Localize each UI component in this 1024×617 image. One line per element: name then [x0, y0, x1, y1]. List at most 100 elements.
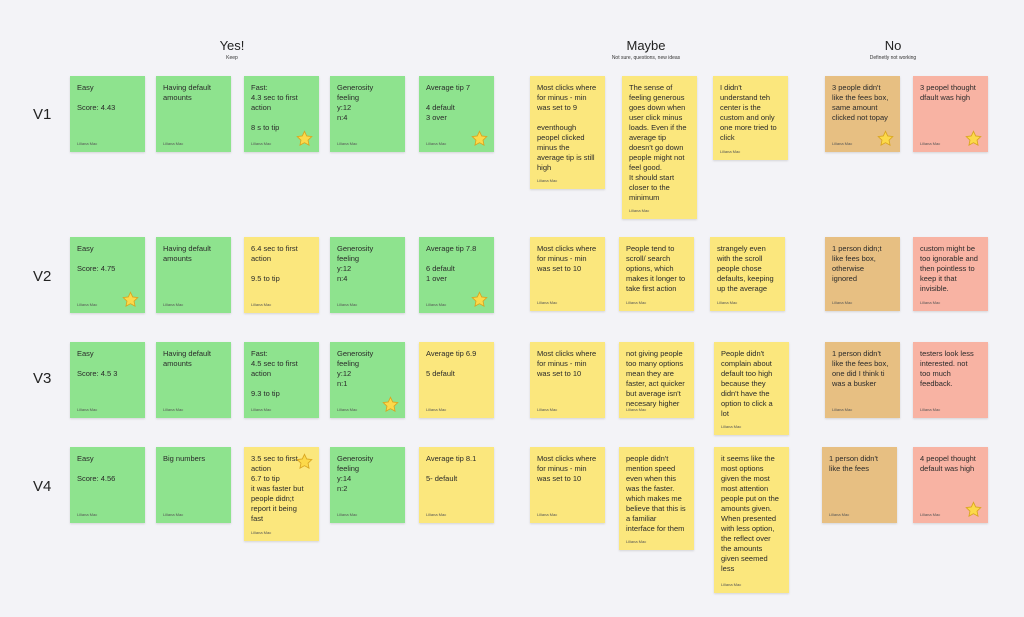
- sticky-note[interactable]: Generosity feeling y:12 n:4 Liliana Mac: [330, 237, 405, 313]
- row-label-v4: V4: [33, 478, 52, 495]
- sticky-note[interactable]: Average tip 6.9 5 default Liliana Mac: [419, 342, 494, 418]
- note-author: Liliana Mac: [251, 407, 272, 412]
- note-text: people didn't mention speed even when th…: [626, 454, 686, 533]
- sticky-note[interactable]: Generosity feeling y:12 n:4 Liliana Mac: [330, 76, 405, 152]
- note-author: Liliana Mac: [77, 512, 98, 517]
- note-text: Easy Score: 4.75: [77, 244, 116, 273]
- sticky-note[interactable]: Easy Score: 4.56 Liliana Mac: [70, 447, 145, 523]
- star-icon: [965, 501, 982, 518]
- note-author: Liliana Mac: [920, 300, 941, 305]
- note-author: Liliana Mac: [77, 407, 98, 412]
- sticky-note[interactable]: custom might be too ignorable and then p…: [913, 237, 988, 311]
- sticky-note[interactable]: Most clicks where for minus - min was se…: [530, 237, 605, 311]
- sticky-note[interactable]: not giving people too many options mean …: [619, 342, 694, 418]
- note-text: Easy Score: 4.43: [77, 83, 116, 112]
- sticky-note[interactable]: 6.4 sec to first action 9.5 to tip Lilia…: [244, 237, 319, 313]
- note-text: 6.4 sec to first action 9.5 to tip: [251, 244, 298, 283]
- note-author: Liliana Mac: [537, 300, 558, 305]
- note-text: The sense of feeling generous goes down …: [629, 83, 687, 202]
- sticky-note[interactable]: People didn't complain about default too…: [714, 342, 789, 435]
- sticky-note[interactable]: 1 person didn;t like fees box, otherwise…: [825, 237, 900, 311]
- sticky-note[interactable]: Most clicks where for minus - min was se…: [530, 76, 605, 189]
- note-text: People tend to scroll/ search options, w…: [626, 244, 686, 293]
- note-author: Liliana Mac: [426, 407, 447, 412]
- column-header-no: No Definetly not working: [843, 38, 943, 62]
- sticky-note[interactable]: strangely even with the scroll people ch…: [710, 237, 785, 311]
- note-author: Liliana Mac: [721, 582, 742, 587]
- sticky-note[interactable]: Having default amounts Liliana Mac: [156, 76, 231, 152]
- note-text: Fast: 4.3 sec to first action 8 s to tip: [251, 83, 298, 132]
- note-text: custom might be too ignorable and then p…: [920, 244, 978, 293]
- sticky-note[interactable]: Having default amounts Liliana Mac: [156, 342, 231, 418]
- note-text: People didn't complain about default too…: [721, 349, 773, 418]
- note-author: Liliana Mac: [163, 141, 184, 146]
- column-header-maybe: Maybe Not sure, questions, new ideas: [576, 38, 716, 62]
- note-author: Liliana Mac: [163, 407, 184, 412]
- note-text: Easy Score: 4.56: [77, 454, 116, 483]
- note-text: 1 person didn't like the fees: [829, 454, 878, 473]
- note-text: Generosity feeling y:12 n:1: [337, 349, 374, 388]
- sticky-note[interactable]: Average tip 7.8 6 default 1 over Liliana…: [419, 237, 494, 313]
- sticky-note[interactable]: 3.5 sec to first action 6.7 to tip it wa…: [244, 447, 319, 541]
- note-author: Liliana Mac: [163, 302, 184, 307]
- note-author: Liliana Mac: [721, 424, 742, 429]
- sticky-note[interactable]: The sense of feeling generous goes down …: [622, 76, 697, 219]
- note-author: Liliana Mac: [626, 539, 647, 544]
- note-text: testers look less interested. not too mu…: [920, 349, 974, 388]
- row-label-v3: V3: [33, 370, 52, 387]
- star-icon: [296, 130, 313, 147]
- note-text: 4 peopel thought default was high: [920, 454, 976, 473]
- note-author: Liliana Mac: [163, 512, 184, 517]
- sticky-note[interactable]: 3 peopel thought dfault was high Liliana…: [913, 76, 988, 152]
- note-text: 1 person didn't like the fees box, one d…: [832, 349, 889, 388]
- note-author: Liliana Mac: [251, 530, 272, 535]
- note-author: Liliana Mac: [426, 141, 447, 146]
- note-author: Liliana Mac: [337, 512, 358, 517]
- note-text: not giving people too many options mean …: [626, 349, 685, 408]
- sticky-note[interactable]: Big numbers Liliana Mac: [156, 447, 231, 523]
- note-author: Liliana Mac: [426, 512, 447, 517]
- note-text: Generosity feeling y:12 n:4: [337, 83, 374, 122]
- note-text: Having default amounts: [163, 244, 211, 263]
- sticky-note[interactable]: Fast: 4.5 sec to first action 9.3 to tip…: [244, 342, 319, 418]
- sticky-note[interactable]: Average tip 8.1 5- default Liliana Mac: [419, 447, 494, 523]
- row-label-v1: V1: [33, 106, 52, 123]
- sticky-note[interactable]: testers look less interested. not too mu…: [913, 342, 988, 418]
- sticky-note[interactable]: Easy Score: 4.75 Liliana Mac: [70, 237, 145, 313]
- sticky-note[interactable]: it seems like the most options given the…: [714, 447, 789, 593]
- note-author: Liliana Mac: [251, 141, 272, 146]
- sticky-note[interactable]: 3 people didn't like the fees box, same …: [825, 76, 900, 152]
- sticky-note[interactable]: I didn't understand teh center is the cu…: [713, 76, 788, 160]
- sticky-note[interactable]: 1 person didn't like the fees box, one d…: [825, 342, 900, 418]
- note-text: Fast: 4.5 sec to first action 9.3 to tip: [251, 349, 298, 398]
- note-text: 3 people didn't like the fees box, same …: [832, 83, 889, 122]
- star-icon: [122, 291, 139, 308]
- sticky-note[interactable]: Most clicks where for minus - min was se…: [530, 447, 605, 523]
- note-author: Liliana Mac: [337, 407, 358, 412]
- sticky-note[interactable]: Having default amounts Liliana Mac: [156, 237, 231, 313]
- note-author: Liliana Mac: [537, 178, 558, 183]
- sticky-note[interactable]: Average tip 7 4 default 3 over Liliana M…: [419, 76, 494, 152]
- sticky-note[interactable]: 4 peopel thought default was high Lilian…: [913, 447, 988, 523]
- sticky-note[interactable]: 1 person didn't like the fees Liliana Ma…: [822, 447, 897, 523]
- sticky-note[interactable]: people didn't mention speed even when th…: [619, 447, 694, 550]
- note-author: Liliana Mac: [920, 407, 941, 412]
- note-author: Liliana Mac: [829, 512, 850, 517]
- note-text: Average tip 7 4 default 3 over: [426, 83, 471, 122]
- note-author: Liliana Mac: [77, 302, 98, 307]
- note-text: 3 peopel thought dfault was high: [920, 83, 976, 102]
- column-title: Maybe: [626, 38, 666, 53]
- sticky-note[interactable]: Generosity feeling y:14 n:2 Liliana Mac: [330, 447, 405, 523]
- sticky-note[interactable]: Easy Score: 4.5 3 Liliana Mac: [70, 342, 145, 418]
- sticky-note[interactable]: People tend to scroll/ search options, w…: [619, 237, 694, 311]
- sticky-note[interactable]: Easy Score: 4.43 Liliana Mac: [70, 76, 145, 152]
- note-author: Liliana Mac: [720, 149, 741, 154]
- note-text: I didn't understand teh center is the cu…: [720, 83, 777, 142]
- note-text: Most clicks where for minus - min was se…: [537, 349, 597, 378]
- column-subtitle: Keep: [226, 55, 238, 61]
- sticky-note[interactable]: Most clicks where for minus - min was se…: [530, 342, 605, 418]
- note-author: Liliana Mac: [832, 407, 853, 412]
- sticky-note[interactable]: Generosity feeling y:12 n:1 Liliana Mac: [330, 342, 405, 418]
- sticky-note[interactable]: Fast: 4.3 sec to first action 8 s to tip…: [244, 76, 319, 152]
- star-icon: [965, 130, 982, 147]
